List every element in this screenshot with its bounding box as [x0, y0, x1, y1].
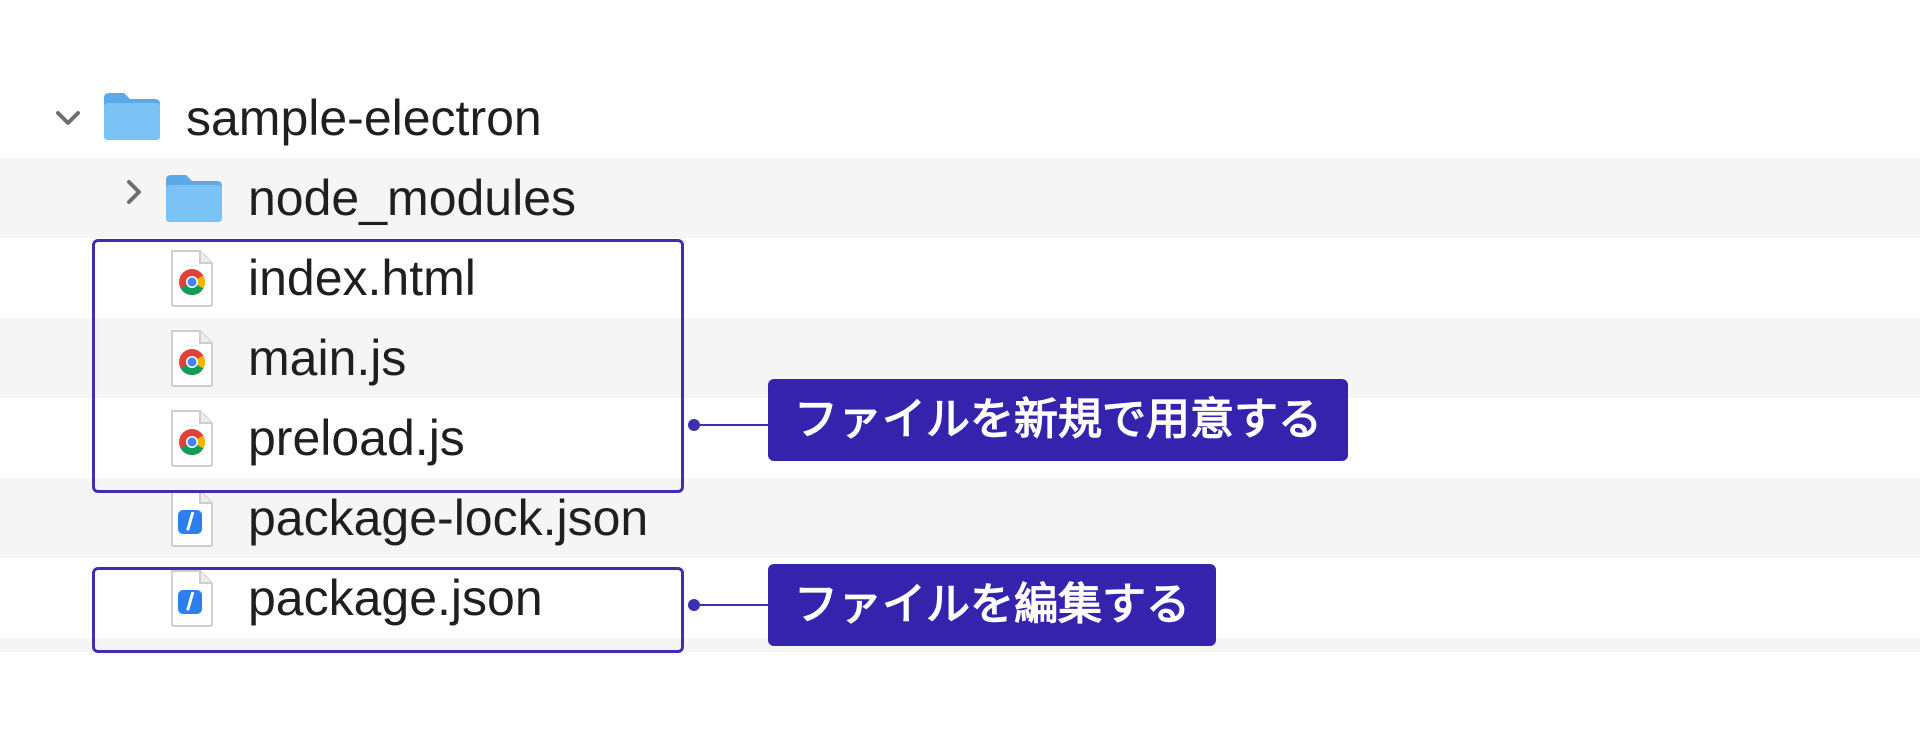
- tree-item-label: sample-electron: [186, 90, 542, 146]
- annotation-edit-file: ファイルを編集する: [768, 564, 1216, 646]
- highlight-frame-new-files: [92, 239, 684, 493]
- tree-item-label: main.js: [248, 330, 407, 386]
- json-file-icon: [171, 570, 213, 627]
- chrome-file-icon: [171, 410, 213, 467]
- connector-line: [694, 604, 768, 606]
- json-file-icon: [171, 490, 213, 547]
- highlight-frame-edit-file: [92, 567, 684, 653]
- tree-item-label: package.json: [248, 570, 543, 626]
- folder-icon: [166, 175, 222, 222]
- connector-line: [694, 424, 768, 426]
- tree-row-preload-js[interactable]: preload.js: [0, 398, 1920, 478]
- tree-item-label: node_modules: [248, 170, 577, 226]
- folder-icon: [104, 93, 160, 140]
- tree-row-package-json[interactable]: package.json: [0, 558, 1920, 638]
- chevron-right-icon[interactable]: [120, 178, 148, 206]
- chrome-file-icon: [171, 250, 213, 307]
- annotation-new-files: ファイルを新規で用意する: [768, 379, 1348, 461]
- tree-item-label: index.html: [248, 250, 476, 306]
- chevron-down-icon[interactable]: [54, 104, 82, 132]
- tree-row-node-modules[interactable]: node_modules: [0, 158, 1920, 238]
- tree-row-sample-electron[interactable]: sample-electron: [0, 78, 1920, 158]
- tree-item-label: preload.js: [248, 410, 465, 466]
- tree-item-label: package-lock.json: [248, 490, 649, 546]
- chrome-file-icon: [171, 330, 213, 387]
- tree-row-index-html[interactable]: index.html: [0, 238, 1920, 318]
- tree-row-package-lock-json[interactable]: package-lock.json: [0, 478, 1920, 558]
